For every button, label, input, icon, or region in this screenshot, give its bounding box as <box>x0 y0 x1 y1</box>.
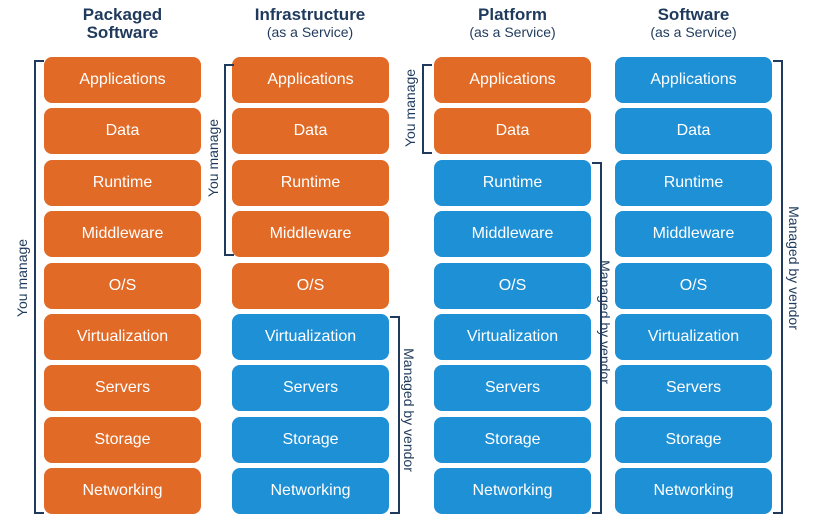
layer-iaas-networking: Networking <box>232 468 389 514</box>
header-subtitle: (as a Service) <box>650 24 737 40</box>
vendor-bracket-iaas <box>390 316 400 514</box>
layer-saas-storage: Storage <box>615 417 772 463</box>
layer-packaged-networking: Networking <box>44 468 201 514</box>
layer-iaas-virtualization: Virtualization <box>232 314 389 360</box>
layer-saas-virtualization: Virtualization <box>615 314 772 360</box>
layer-packaged-servers: Servers <box>44 365 201 411</box>
layer-packaged-runtime: Runtime <box>44 160 201 206</box>
vendor-label-saas: Managed by vendor <box>786 206 802 330</box>
layer-paas-middleware: Middleware <box>434 211 591 257</box>
header-subtitle: (as a Service) <box>469 24 556 40</box>
layer-paas-servers: Servers <box>434 365 591 411</box>
header-subtitle: (as a Service) <box>266 24 354 40</box>
layer-packaged-storage: Storage <box>44 417 201 463</box>
header-title: Packaged <box>82 5 163 24</box>
layer-saas-runtime: Runtime <box>615 160 772 206</box>
layer-packaged-applications: Applications <box>44 57 201 103</box>
header-iaas: Infrastructure (as a Service) <box>222 5 398 41</box>
layer-packaged-middleware: Middleware <box>44 211 201 257</box>
layer-iaas-servers: Servers <box>232 365 389 411</box>
layer-packaged-virtualization: Virtualization <box>44 314 201 360</box>
layer-paas-virtualization: Virtualization <box>434 314 591 360</box>
layer-iaas-runtime: Runtime <box>232 160 389 206</box>
layer-iaas-storage: Storage <box>232 417 389 463</box>
layer-iaas-applications: Applications <box>232 57 389 103</box>
layer-saas-networking: Networking <box>615 468 772 514</box>
layer-iaas-middleware: Middleware <box>232 211 389 257</box>
header-saas: Software (as a Service) <box>615 5 772 41</box>
layer-packaged-os: O/S <box>44 263 201 309</box>
header-packaged-software: Packaged Software <box>44 6 201 42</box>
layer-paas-os: O/S <box>434 263 591 309</box>
layer-paas-applications: Applications <box>434 57 591 103</box>
you-manage-bracket-paas <box>422 64 432 154</box>
layer-iaas-os: O/S <box>232 263 389 309</box>
layer-packaged-data: Data <box>44 108 201 154</box>
layer-saas-servers: Servers <box>615 365 772 411</box>
vendor-label-paas: Managed by vendor <box>597 260 613 384</box>
you-manage-bracket-packaged <box>34 60 44 514</box>
header-paas: Platform (as a Service) <box>434 5 591 41</box>
layer-paas-data: Data <box>434 108 591 154</box>
vendor-bracket-paas <box>592 162 602 514</box>
you-manage-label-paas: You manage <box>402 68 418 148</box>
you-manage-label-packaged: You manage <box>14 238 30 318</box>
vendor-bracket-saas <box>773 60 783 514</box>
you-manage-label-iaas: You manage <box>205 118 221 198</box>
header-title: Platform <box>478 5 547 24</box>
you-manage-bracket-iaas <box>224 64 234 256</box>
layer-saas-applications: Applications <box>615 57 772 103</box>
layer-saas-data: Data <box>615 108 772 154</box>
vendor-label-iaas: Managed by vendor <box>401 348 417 472</box>
layer-saas-middleware: Middleware <box>615 211 772 257</box>
layer-iaas-data: Data <box>232 108 389 154</box>
header-title: Infrastructure <box>254 5 366 24</box>
header-title: Software <box>657 5 730 24</box>
header-title-line2: Software <box>86 23 159 42</box>
layer-paas-storage: Storage <box>434 417 591 463</box>
layer-saas-os: O/S <box>615 263 772 309</box>
layer-paas-runtime: Runtime <box>434 160 591 206</box>
layer-paas-networking: Networking <box>434 468 591 514</box>
